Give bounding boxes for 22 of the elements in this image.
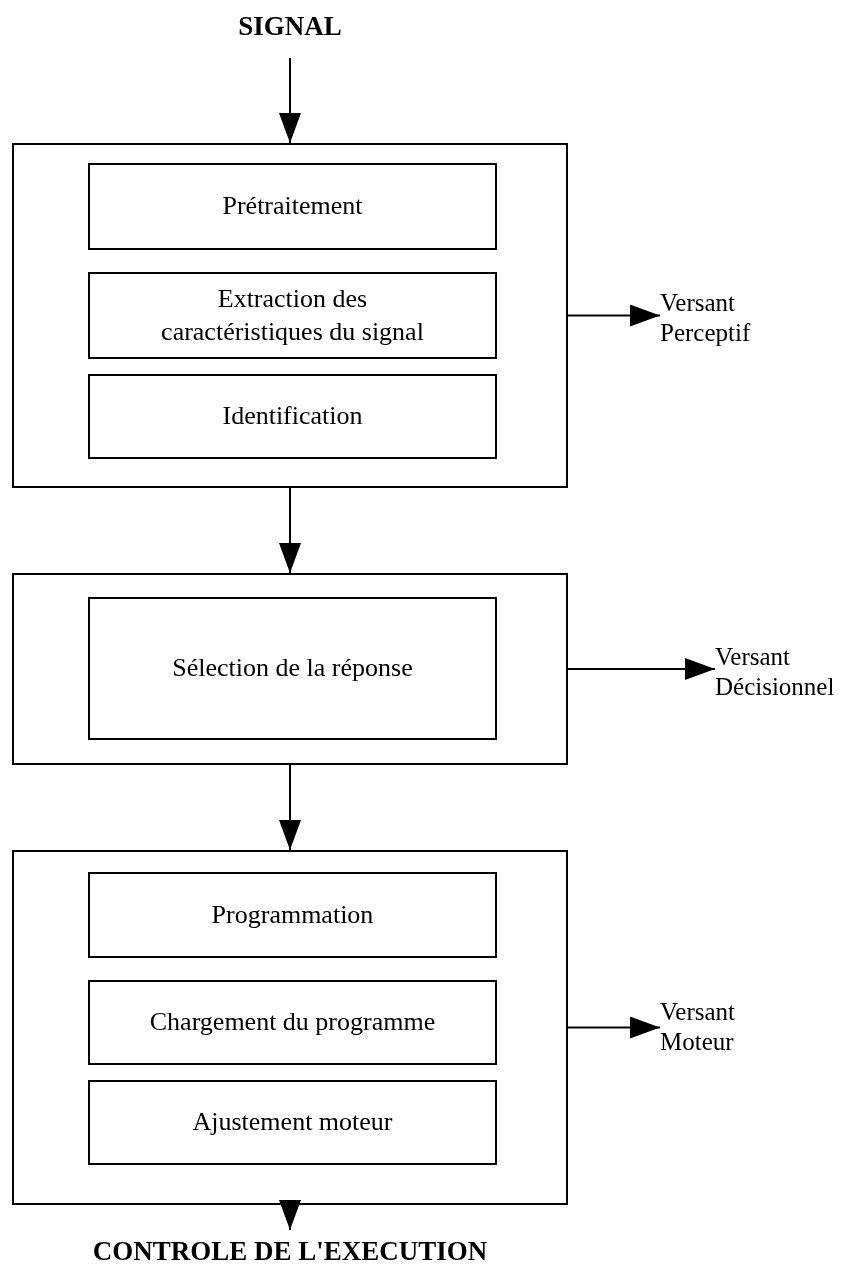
arrow	[279, 764, 301, 851]
arrow	[279, 1200, 301, 1231]
stage-frame	[12, 850, 568, 1205]
process-box: Ajustement moteur	[88, 1080, 497, 1165]
arrow	[567, 658, 716, 680]
arrow	[279, 57, 301, 144]
flow-label: SIGNAL	[238, 9, 342, 43]
side-label: Versant Décisionnel	[715, 642, 835, 702]
process-box: Identification	[88, 374, 497, 459]
process-box: Prétraitement	[88, 163, 497, 250]
arrow	[279, 487, 301, 574]
arrow	[567, 1016, 661, 1039]
process-box: Chargement du programme	[88, 980, 497, 1065]
process-box: Extraction des caractéristiques du signal	[88, 272, 497, 359]
flow-label: CONTROLE DE L'EXECUTION	[92, 1234, 488, 1268]
process-box: Sélection de la réponse	[88, 597, 497, 740]
arrow	[567, 304, 661, 327]
stage-frame	[12, 573, 568, 765]
stage-frame	[12, 143, 568, 488]
side-label: Versant Perceptif	[660, 288, 751, 348]
side-label: Versant Moteur	[660, 997, 735, 1057]
process-box: Programmation	[88, 872, 497, 958]
